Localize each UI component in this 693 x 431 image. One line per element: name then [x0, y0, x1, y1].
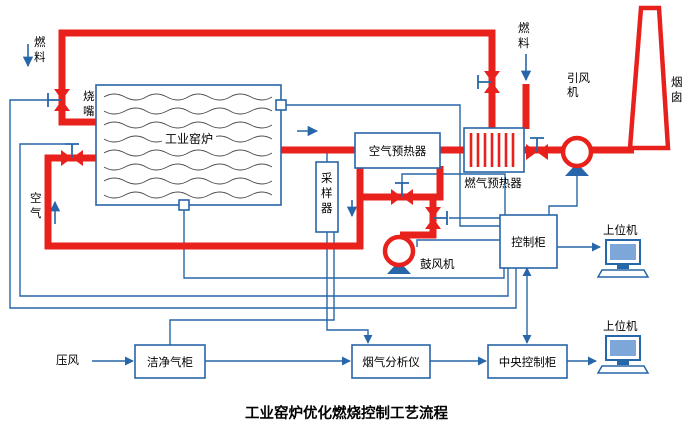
air-preheater-box — [354, 132, 441, 169]
diagram-title: 工业窑炉优化燃烧控制工艺流程 — [245, 406, 448, 422]
valve-fuel-left-icon — [47, 89, 70, 111]
valve-air-supply-icon — [391, 182, 413, 205]
flue-gas-analyzer-box — [351, 344, 431, 379]
sampler-box — [315, 161, 339, 233]
pipe-blower-riser — [400, 197, 437, 239]
pipe-air-preheater-bottom — [360, 166, 444, 201]
clean-gas-tank-label: 洁净气柜 — [147, 356, 193, 369]
process-boxes — [95, 84, 568, 379]
host-computer-lower-label: 上位机 — [603, 321, 638, 333]
valve-flue-icon — [526, 137, 548, 160]
kiln-bottom-sensor-icon — [178, 199, 190, 211]
signal-air-valve-line — [19, 143, 509, 297]
air-preheater-label: 空气预热器 — [368, 145, 427, 158]
induced-fan-label: 引风机 — [567, 73, 590, 99]
pressure-air-label: 压风 — [56, 355, 79, 367]
signal-kiln-top-line — [286, 104, 500, 227]
sampler-label: 采样器 — [321, 173, 333, 215]
gas-preheater-label: 燃气预热器 — [464, 178, 522, 190]
host-computer-upper-label: 上位机 — [603, 225, 638, 237]
gas-preheater-box — [463, 127, 525, 173]
clean-gas-tank-box — [134, 344, 206, 379]
kiln-sensors — [178, 99, 287, 211]
signal-fuel-valve-line — [9, 99, 517, 309]
induced-fan-icon — [560, 135, 594, 176]
burner-label: 烧嘴 — [83, 91, 95, 118]
pipe-hot-fuel-loop — [58, 29, 496, 130]
kiln-top-sensor-icon — [275, 99, 287, 111]
flow-arrows — [22, 44, 532, 224]
host-computer-lower-icon — [596, 335, 650, 374]
flame-lines — [103, 93, 273, 199]
signal-induced-fan-line — [548, 174, 578, 215]
air-label: 空气 — [30, 193, 42, 220]
chimney-icon — [627, 5, 671, 151]
control-cabinet-label: 控制柜 — [511, 236, 546, 249]
blower-fan-icon — [382, 234, 416, 274]
control-cabinet-box — [499, 214, 558, 269]
signal-valve5-line — [401, 173, 506, 215]
chimney-label: 烟囱 — [671, 77, 683, 104]
central-control-cabinet-label: 中央控制柜 — [498, 356, 557, 369]
host-computer-upper-icon — [596, 239, 650, 278]
signal-cleangas-sampler-line — [169, 232, 335, 345]
central-control-cabinet-box — [487, 344, 568, 379]
fuel-left-label: 燃料 — [34, 37, 46, 64]
kiln-label: 工业窑炉 — [162, 132, 217, 146]
signal-sampler-analyzer-line — [326, 232, 373, 344]
fuel-right-label: 燃料 — [518, 23, 530, 50]
flue-gas-analyzer-label: 烟气分析仪 — [362, 356, 420, 369]
valve-blower-icon — [425, 207, 448, 229]
valve-air-icon — [61, 143, 83, 166]
gas-preheater-stripes — [469, 133, 515, 167]
blower-label: 鼓风机 — [420, 259, 455, 271]
signal-blower-line — [416, 239, 500, 247]
valve-fuel-right-icon — [477, 71, 500, 93]
valves — [47, 71, 548, 229]
